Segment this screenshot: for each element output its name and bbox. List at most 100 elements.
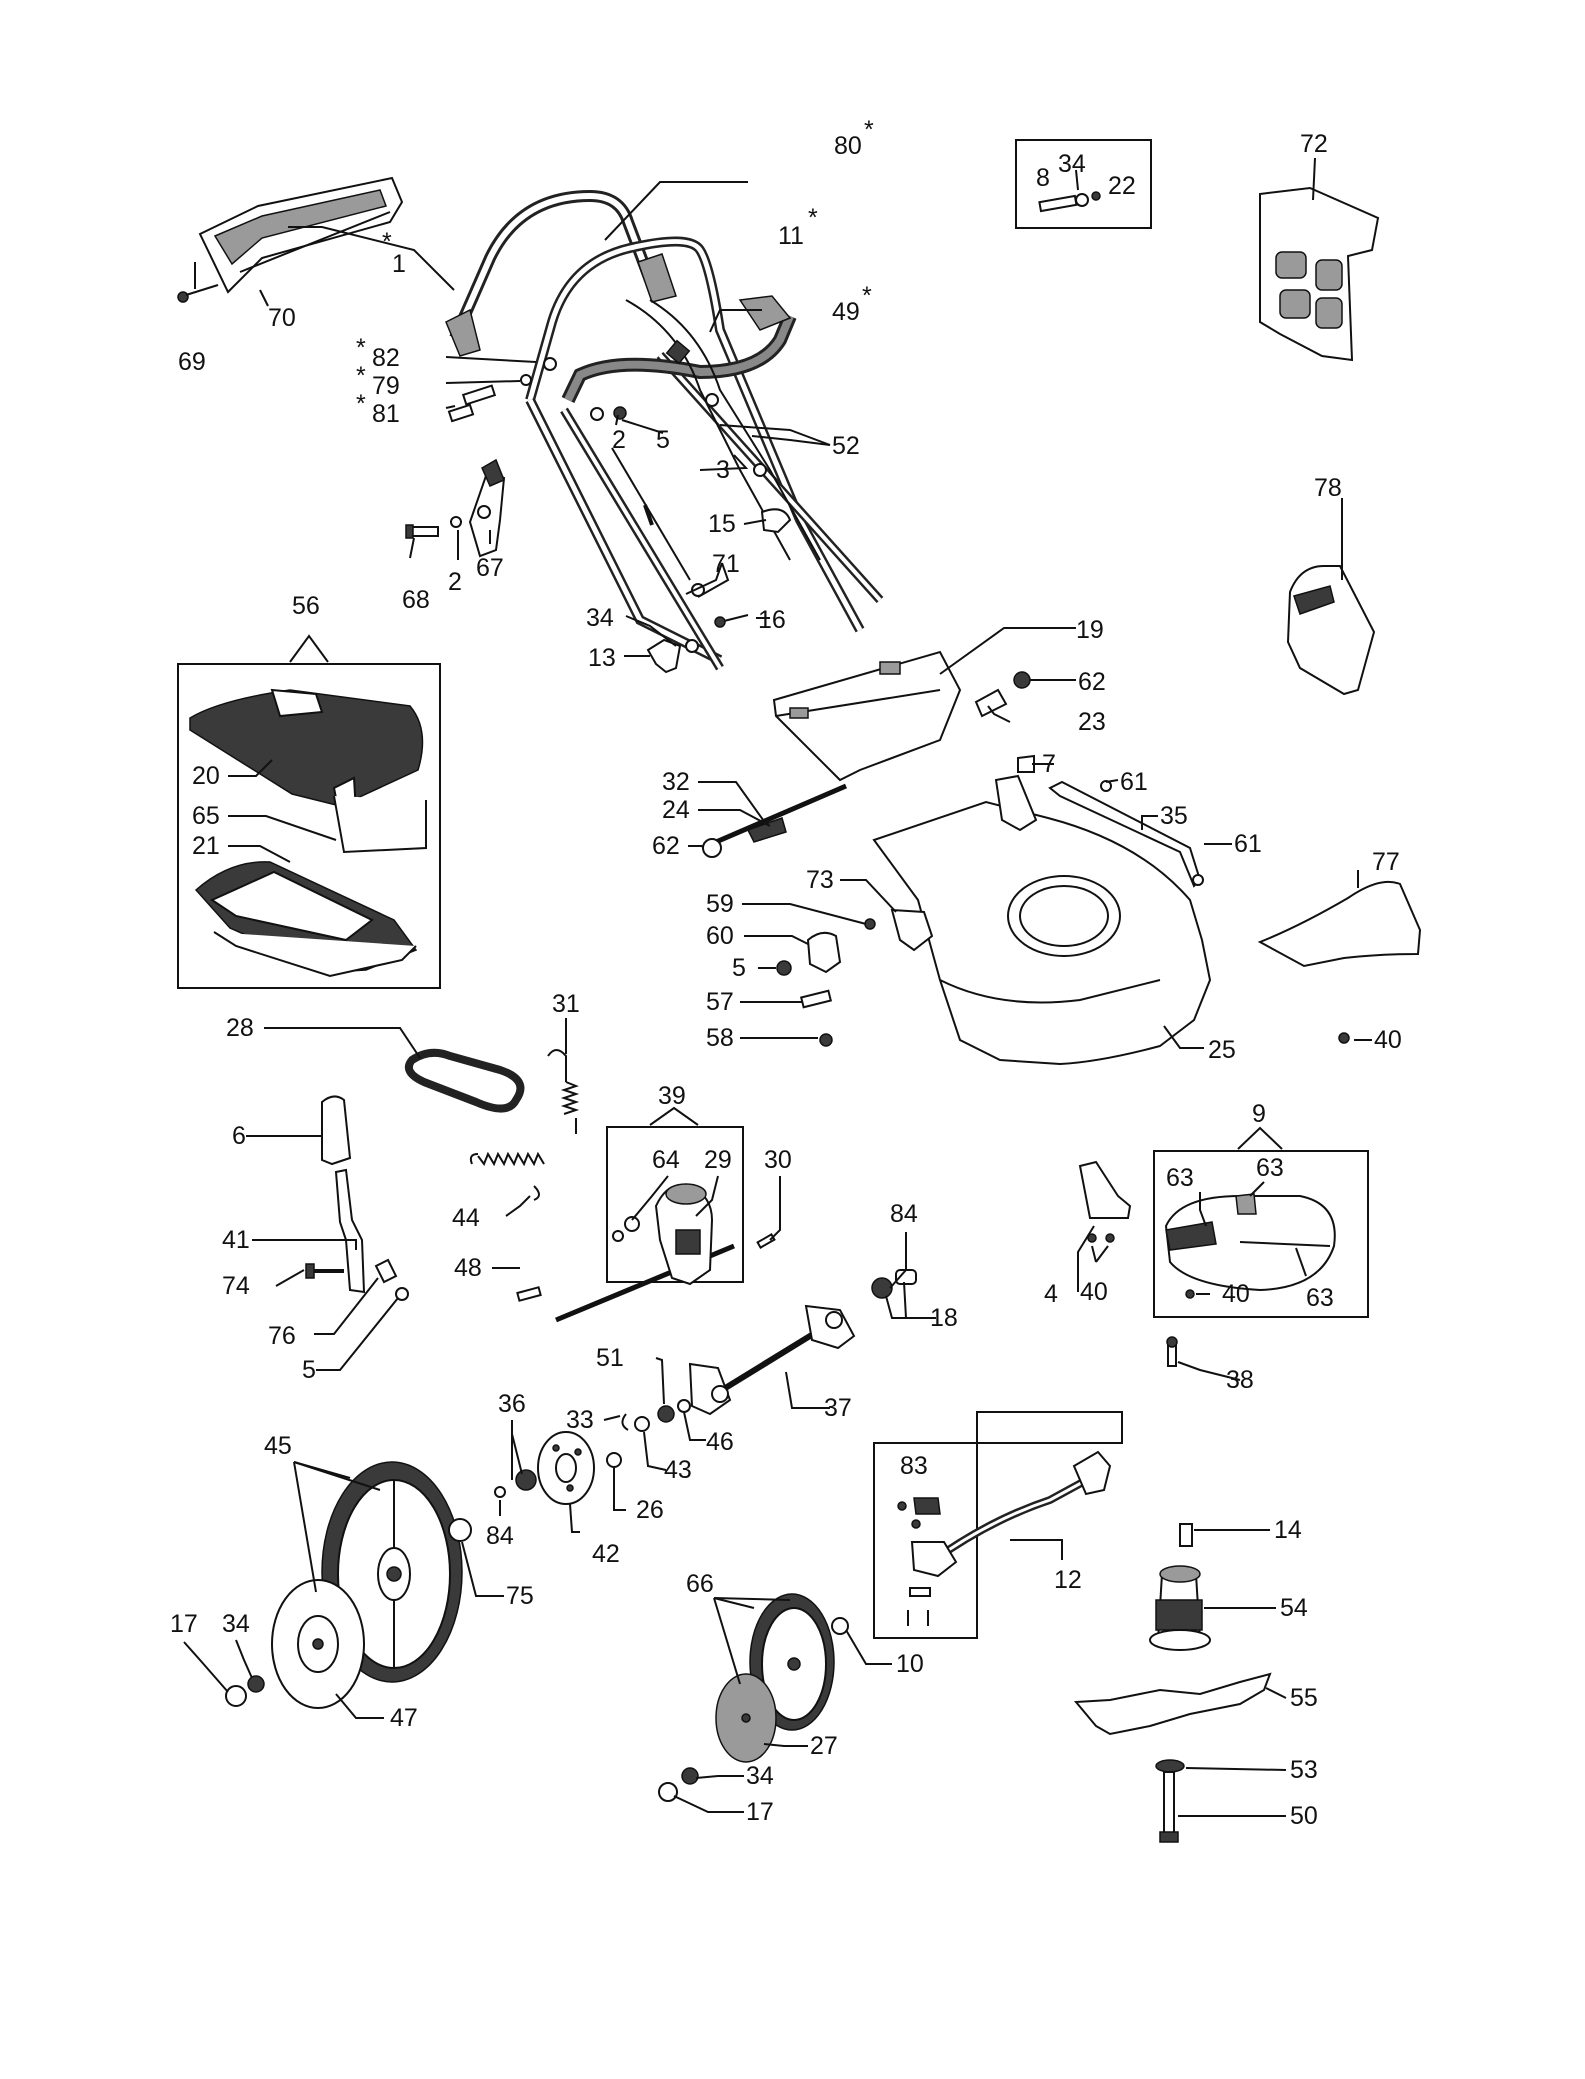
callout-55: 55 (1290, 1684, 1318, 1712)
callout-84a: 84 (890, 1200, 918, 1228)
axle-37 (688, 1304, 856, 1416)
nut-5-low (395, 1287, 409, 1301)
height-lever-12 (910, 1450, 1112, 1578)
frame-bracket-39 (649, 1106, 699, 1126)
bolt-50 (1159, 1771, 1179, 1843)
callout-34b: 34 (586, 604, 614, 632)
nut-5-mid (776, 960, 792, 976)
washer-53 (1155, 1759, 1185, 1773)
mulch-plate-9 (1164, 1193, 1336, 1292)
nut-17-left (225, 1685, 247, 1707)
callout-8: 8 (1036, 164, 1050, 192)
screw-58 (819, 1033, 833, 1047)
bolt-74 (305, 1263, 344, 1279)
washer-46 (677, 1399, 691, 1413)
callout-20: 20 (192, 762, 220, 790)
frame-grassbag-56 (177, 663, 441, 989)
rod-32 (701, 783, 847, 851)
callout-62a: 62 (1078, 668, 1106, 696)
spring-44 (469, 1151, 545, 1201)
callout-16: 16 (758, 606, 786, 634)
callout-62b: 62 (652, 832, 680, 860)
screw-38 (1166, 1336, 1178, 1367)
frame-bracket-9 (1237, 1126, 1283, 1150)
callout-9: 9 (1252, 1100, 1266, 1128)
callout-70: 70 (268, 304, 296, 332)
spring-23 (974, 688, 1008, 718)
callout-star79: * (356, 362, 366, 390)
callout-25: 25 (1208, 1036, 1236, 1064)
decal-72 (1259, 186, 1380, 362)
callout-79: 79 (372, 372, 400, 400)
callout-56: 56 (292, 592, 320, 620)
callout-63b: 63 (1256, 1154, 1284, 1182)
callout-star49: * (862, 282, 872, 310)
callout-11: 11 (778, 222, 804, 250)
side-cover-78 (1286, 565, 1376, 696)
clip-33 (621, 1413, 629, 1431)
drive-bail-49 (561, 295, 797, 404)
pin-kit-8 (1038, 191, 1101, 213)
drive-gear-42 (537, 1431, 595, 1505)
bolt-68 (405, 524, 439, 539)
washer-34-right (681, 1767, 699, 1785)
screw-40-a (1087, 1233, 1097, 1243)
frame-mulch-kit-9 (1153, 1150, 1369, 1318)
rear-wheel-45 (321, 1461, 463, 1683)
callout-21: 21 (192, 832, 220, 860)
callout-2b: 2 (448, 568, 462, 596)
callout-63c: 63 (1306, 1284, 1334, 1312)
blade-55 (1073, 1672, 1272, 1736)
callout-17b: 17 (746, 1798, 774, 1826)
callout-81: 81 (372, 400, 400, 428)
callout-27: 27 (810, 1732, 838, 1760)
group-frames (177, 139, 1369, 1639)
callout-5a: 5 (656, 426, 670, 454)
washer-43 (634, 1416, 650, 1432)
callout-5b: 5 (732, 954, 746, 982)
callout-34d: 34 (746, 1762, 774, 1790)
callout-29: 29 (704, 1146, 732, 1174)
lower-handle-11 (525, 236, 865, 665)
callout-19: 19 (1076, 616, 1104, 644)
callout-10: 10 (896, 1650, 924, 1678)
callout-77: 77 (1372, 848, 1400, 876)
washer-2 (450, 516, 462, 528)
callout-15: 15 (708, 510, 736, 538)
callout-65: 65 (192, 802, 220, 830)
callout-72: 72 (1300, 130, 1328, 158)
callout-5c: 5 (302, 1356, 316, 1384)
callout-61b: 61 (1234, 830, 1262, 858)
detent-kit-83 (897, 1497, 941, 1626)
gearbox-39 (555, 1183, 776, 1323)
pin-84 (494, 1486, 506, 1498)
leader-lines (183, 157, 1372, 1817)
fasteners-82-79-81 (447, 357, 557, 423)
hubcap-27 (715, 1673, 777, 1763)
callout-80: 80 (834, 132, 862, 160)
callout-36: 36 (498, 1390, 526, 1418)
callout-labels: * 1 11 * 80 * 8 34 22 72 70 69 49 * * 82… (170, 116, 1402, 1830)
callout-71: 71 (712, 550, 740, 578)
callout-33: 33 (566, 1406, 594, 1434)
screw-69 (177, 284, 219, 303)
spring-31 (547, 1049, 580, 1134)
nut-61-top (1100, 780, 1112, 792)
callout-68: 68 (402, 586, 430, 614)
callout-64: 64 (652, 1146, 680, 1174)
key-48 (516, 1286, 542, 1302)
callout-12: 12 (1054, 1566, 1082, 1594)
callout-34c: 34 (222, 1610, 250, 1638)
screw-40-plug (1338, 1032, 1350, 1044)
lever-41 (334, 1168, 366, 1294)
clip-15 (760, 508, 792, 534)
knob-13 (646, 638, 699, 674)
callout-57: 57 (706, 988, 734, 1016)
deflector-4 (1078, 1160, 1132, 1219)
callout-73: 73 (806, 866, 834, 894)
cap-7 (1017, 754, 1035, 773)
nuts-2-5 (590, 406, 627, 421)
callout-30: 30 (764, 1146, 792, 1174)
screw-59 (864, 918, 876, 930)
